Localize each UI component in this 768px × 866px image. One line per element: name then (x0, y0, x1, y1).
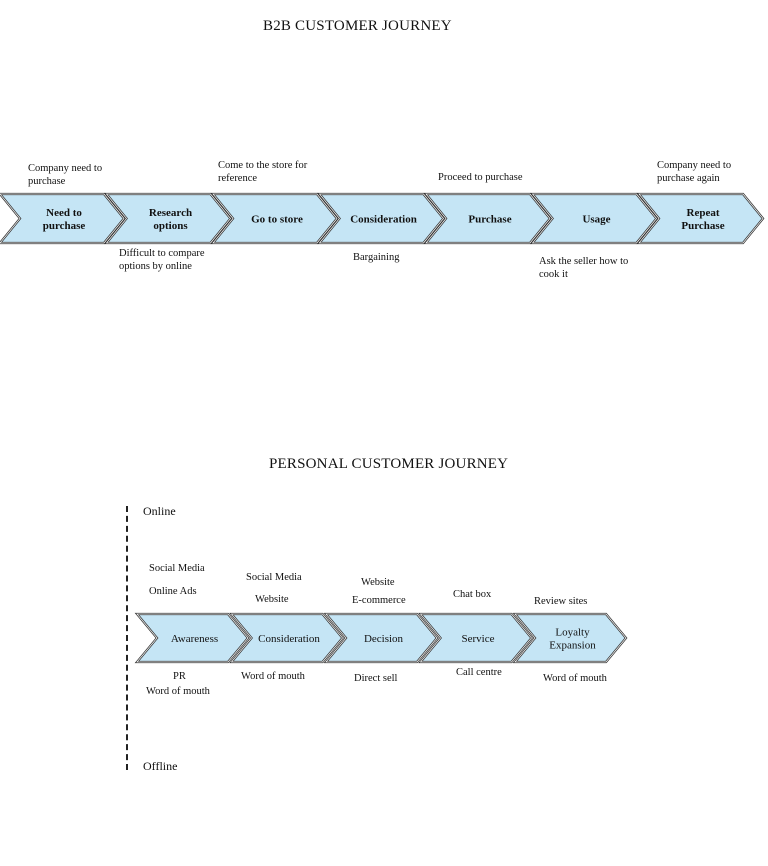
personal-title: PERSONAL CUSTOMER JOURNEY (269, 456, 509, 472)
personal-step-label: Consideration (258, 633, 320, 645)
pers-note-pr: PR (173, 671, 186, 682)
b2b-step-5: Purchase (423, 192, 552, 245)
b2b-chevron-inner-line (425, 193, 551, 244)
personal-step-label: Decision (364, 633, 404, 645)
b2b-title: B2B CUSTOMER JOURNEY (263, 18, 452, 34)
pers-note-word-of-mouth-2: Word of mouth (241, 671, 305, 682)
offline-label: Offline (143, 759, 178, 773)
pers-note-word-of-mouth-3: Word of mouth (543, 673, 607, 684)
online-offline-axis (126, 506, 128, 770)
personal-step-label: Awareness (171, 633, 218, 645)
b2b-step-label: Repeat (687, 207, 720, 219)
pers-note-website-2: Website (361, 577, 395, 588)
personal-chevron-inner-line (136, 613, 249, 663)
b2b-step-3: Go to store (210, 192, 339, 245)
pers-note-website-1: Website (255, 594, 289, 605)
pers-note-chat-box: Chat box (453, 589, 492, 600)
b2b-chevron-inner-line (212, 193, 338, 244)
personal-step-3: Decision (323, 612, 439, 664)
pers-note-social-media-1: Social Media (149, 563, 205, 574)
b2b-chevron-inner-line (638, 193, 764, 244)
b2b-chevron-inner-line (318, 193, 444, 244)
b2b-step-label: Go to store (251, 214, 303, 226)
b2b-note-ask-seller: Ask the seller how to cook it (539, 256, 629, 280)
b2b-step-label: Usage (582, 214, 610, 226)
personal-chevron-inner-line (419, 613, 532, 663)
pers-note-call-centre: Call centre (456, 667, 502, 678)
personal-step-label: Loyalty (555, 627, 590, 639)
b2b-note-bargaining: Bargaining (353, 252, 400, 263)
b2b-note-company-need: Company need to purchase (28, 163, 103, 187)
personal-chevron-inner-line (514, 613, 627, 663)
pers-note-word-of-mouth-1: Word of mouth (146, 686, 210, 697)
personal-step-label: Expansion (549, 640, 596, 652)
pers-note-social-media-2: Social Media (246, 572, 302, 583)
b2b-note-proceed: Proceed to purchase (438, 172, 523, 183)
personal-chevron-inner-line (325, 613, 438, 663)
pers-note-ecommerce: E-commerce (352, 595, 406, 606)
b2b-step-label: Consideration (350, 214, 417, 226)
personal-chevron-inner-line (230, 613, 343, 663)
b2b-step-label: Purchase (468, 214, 511, 226)
b2b-step-label: options (153, 220, 188, 232)
personal-step-2: Consideration (229, 612, 344, 664)
b2b-note-company-need-again: Company need to purchase again (657, 160, 732, 184)
b2b-note-come-to-store: Come to the store for reference (218, 160, 308, 184)
b2b-step-6: Usage (530, 192, 658, 245)
b2b-chevron-inner-line (531, 193, 657, 244)
personal-step-label: Service (462, 633, 495, 645)
pers-note-online-ads: Online Ads (149, 586, 197, 597)
personal-step-4: Service (418, 612, 533, 664)
b2b-step-label: Research (149, 207, 192, 219)
personal-step-1: Awareness (134, 612, 250, 664)
online-label: Online (143, 504, 176, 518)
pers-note-review-sites: Review sites (534, 596, 588, 607)
b2b-step-4: Consideration (317, 192, 445, 245)
b2b-step-label: Need to (46, 207, 82, 219)
b2b-chevron-inner-line (0, 193, 125, 244)
b2b-step-label: Purchase (681, 220, 724, 232)
b2b-step-label: purchase (43, 220, 86, 232)
pers-note-direct-sell: Direct sell (354, 673, 398, 684)
b2b-note-difficult: Difficult to compare options by online (119, 248, 205, 272)
b2b-chevron-inner-line (105, 193, 231, 244)
